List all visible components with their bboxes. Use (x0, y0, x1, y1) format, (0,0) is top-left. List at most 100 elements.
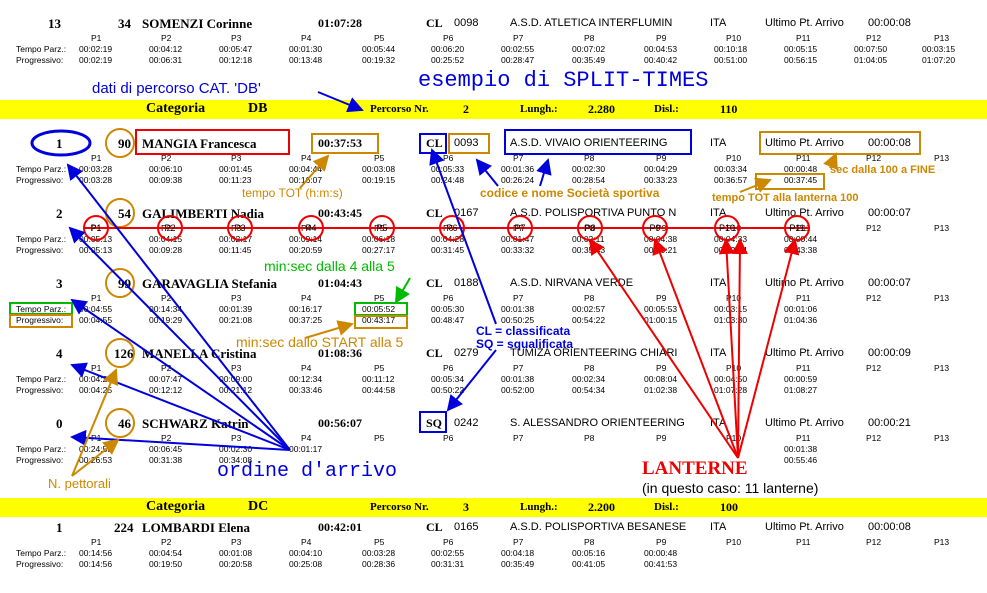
progressive-time: 01:08:27 (784, 385, 818, 395)
point-header: P3 (231, 537, 242, 547)
progressive-time: 00:54:22 (572, 315, 606, 325)
point-header: P13 (934, 223, 950, 233)
point-header: P11 (796, 153, 811, 163)
club-name: S. ALESSANDRO ORIENTEERING (510, 417, 685, 429)
annotation-codice: codice e nome Società sportiva (480, 186, 660, 200)
split-time: 00:00:48 (784, 164, 818, 174)
split-time: 00:04:55 (79, 304, 113, 314)
point-header: P2 (161, 153, 172, 163)
progressive-time: 01:07:20 (922, 55, 956, 65)
cl-arrow (429, 148, 497, 325)
progressive-time: 00:28:54 (572, 175, 606, 185)
progressive-highlight-box (354, 315, 408, 329)
split-time: 00:01:36 (501, 164, 535, 174)
point-header: P13 (934, 293, 950, 303)
progressive-time: 00:26:24 (501, 175, 535, 185)
split-time: 00:05:34 (431, 374, 465, 384)
progressive-time: 00:24:48 (431, 175, 465, 185)
lantern-label: P6 (446, 223, 457, 233)
last-point-label: Ultimo Pt. Arrivo (765, 137, 844, 149)
runner-total-time: 00:43:45 (318, 206, 362, 220)
runner-name: LOMBARDI Elena (142, 520, 250, 535)
prog-label: Progressivo: (16, 385, 64, 395)
runner-name: GARAVAGLIA Stefania (142, 276, 277, 291)
progressive-time: 01:02:38 (644, 385, 678, 395)
split-time: 00:05:30 (431, 304, 465, 314)
progressive-time: 00:12:18 (219, 55, 253, 65)
last-point-label: Ultimo Pt. Arrivo (765, 521, 844, 533)
split-time: 00:05:16 (572, 548, 606, 558)
runner-name: SOMENZI Corinne (142, 16, 253, 31)
point-header: P8 (584, 433, 595, 443)
split-time: 00:06:20 (431, 44, 465, 54)
point-header: P9 (656, 153, 667, 163)
nationality: ITA (710, 277, 727, 289)
progressive-time: 00:11:45 (219, 245, 252, 255)
split-time: 00:05:44 (362, 44, 396, 54)
split-time: 00:02:57 (572, 304, 606, 314)
progressive-time: 00:04:55 (79, 315, 113, 325)
point-header: P7 (513, 363, 524, 373)
code-arrow (475, 158, 499, 187)
parz-label-highlight-box (9, 302, 73, 315)
progressive-time: 00:09:28 (149, 245, 183, 255)
progressive-time: 00:05:13 (79, 245, 113, 255)
point-header: P5 (374, 363, 385, 373)
runner-bib: 224 (114, 520, 134, 535)
point-header: P9 (656, 293, 667, 303)
progressive-time: 01:07:28 (714, 385, 748, 395)
club-name: A.S.D. POLISPORTIVA PUNTO N (510, 207, 677, 219)
club-code: 0098 (454, 17, 479, 29)
runner-position: 13 (48, 16, 61, 31)
progressive-time: 01:04:36 (784, 315, 818, 325)
point-header: P10 (726, 153, 742, 163)
lantern-arrow (731, 238, 748, 459)
percorso-label: Percorso Nr. (370, 501, 429, 513)
point-header: P1 (91, 153, 102, 163)
point-header: P8 (584, 293, 595, 303)
prog-label: Progressivo: (16, 55, 64, 65)
position-highlight-ellipse (30, 129, 92, 157)
split-time: 00:03:34 (714, 164, 748, 174)
point-header: P5 (374, 293, 385, 303)
runner-total-time: 01:08:36 (318, 346, 362, 360)
point-header: P1 (91, 363, 102, 373)
lantern-label: P9 (649, 223, 660, 233)
progressive-time: 00:50:22 (431, 385, 465, 395)
split-time: 00:03:28 (362, 548, 396, 558)
annotation-sec-fine: sec dalla 100 a FINE (830, 164, 936, 176)
lantern-label: P11 (789, 223, 804, 233)
progressive-time: 00:16:07 (289, 175, 323, 185)
point-header: P9 (656, 433, 667, 443)
point-header: P4 (301, 433, 312, 443)
runner-position: 2 (56, 206, 63, 221)
point-header: P6 (443, 537, 454, 547)
point-header: P10 (726, 433, 742, 443)
split-time: 00:00:48 (644, 548, 678, 558)
runner-status: CL (426, 16, 443, 30)
parz-label: Tempo Parz.: (16, 44, 67, 54)
split-time: 00:07:47 (149, 374, 183, 384)
progressive-time: 00:06:31 (149, 55, 183, 65)
point-header: P12 (866, 153, 882, 163)
parz-label: Tempo Parz.: (16, 374, 67, 384)
point-header: P2 (161, 433, 172, 443)
split-time: 00:10:18 (714, 44, 748, 54)
lantern-label: P7 (514, 223, 525, 233)
prog-label: Progressivo: (16, 559, 64, 569)
club-name: A.S.D. POLISPORTIVA BESANESE (510, 521, 687, 533)
club-code: 0165 (454, 521, 479, 533)
runner-status: CL (426, 276, 443, 290)
point-header: P6 (443, 433, 454, 443)
split-time: 00:14:56 (79, 548, 113, 558)
club-highlight-box (504, 129, 692, 155)
code-highlight-box (448, 133, 490, 154)
last-point-label: Ultimo Pt. Arrivo (765, 207, 844, 219)
point-header: P13 (934, 33, 950, 43)
point-header: P2 (161, 363, 172, 373)
runner-name: MANGIA Francesca (142, 136, 257, 151)
point-header: P6 (443, 293, 454, 303)
progressive-time: 00:28:47 (501, 55, 535, 65)
point-header: P13 (934, 433, 950, 443)
runner-total-time: 00:37:53 (318, 136, 362, 150)
